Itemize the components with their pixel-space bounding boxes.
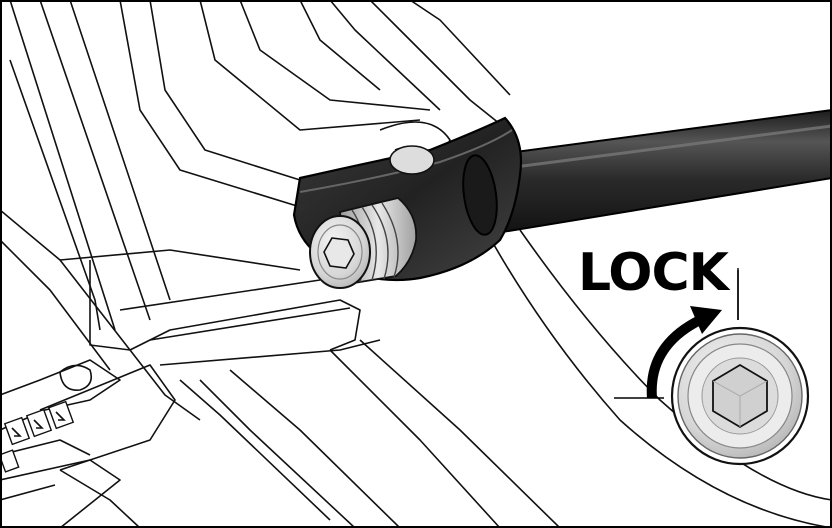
hex-socket-bolt-icon <box>670 326 810 466</box>
curved-arrow-clockwise-icon <box>646 306 722 399</box>
lock-label: LOCK <box>578 243 731 303</box>
spring-coil <box>0 400 75 473</box>
bolt-on-assembly <box>309 197 418 289</box>
spring-coil-marks <box>11 411 66 437</box>
hex-socket <box>323 237 355 269</box>
lock-callout: LOCK <box>578 243 810 466</box>
